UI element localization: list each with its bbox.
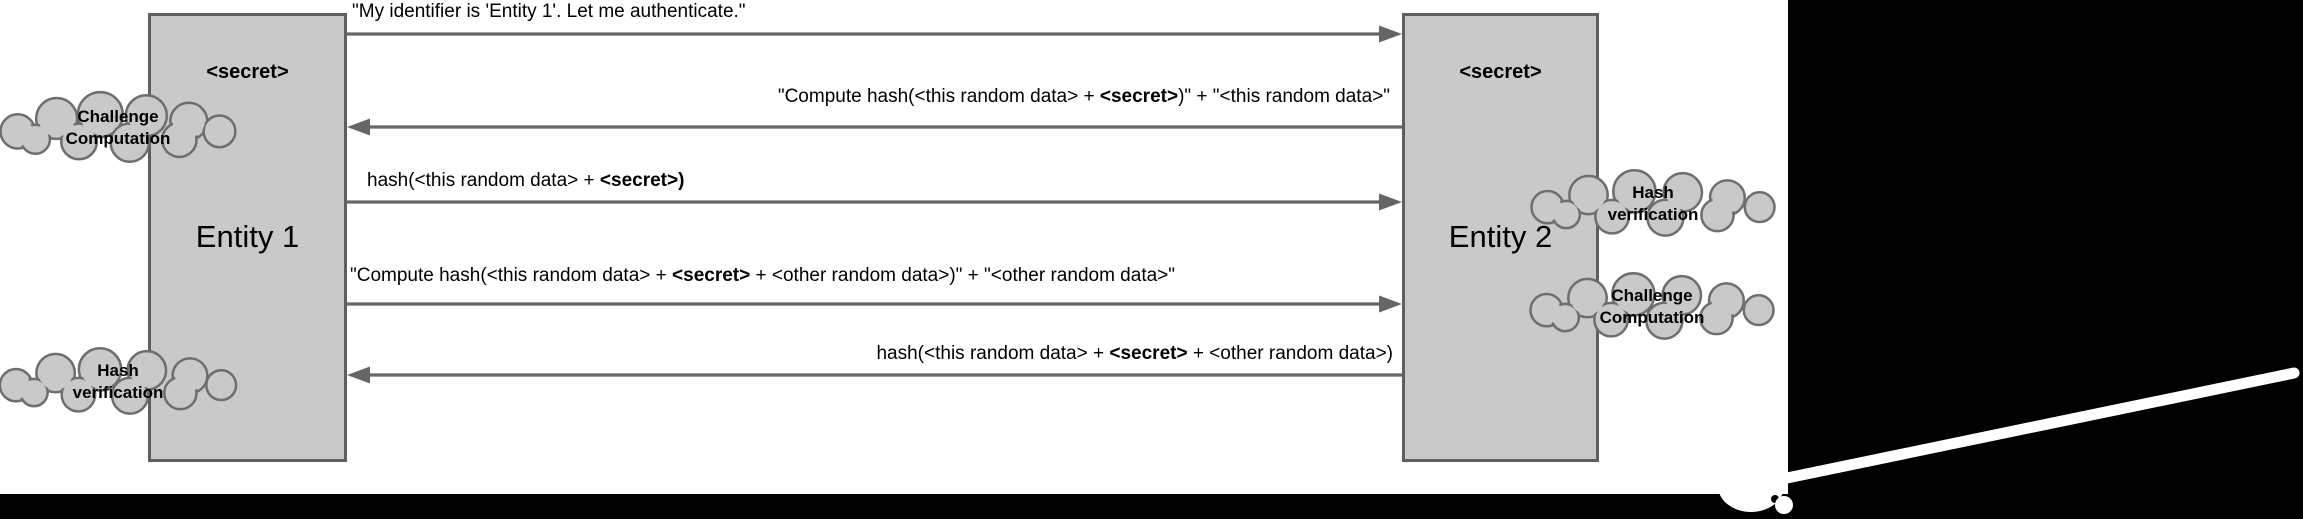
cloud-text-2: Hash verification	[73, 360, 164, 404]
letterbox-right	[1788, 0, 2303, 519]
message-text-5: hash(<this random data> + <secret> + <ot…	[876, 343, 1393, 365]
secret-label: <secret>	[206, 61, 289, 83]
message-segment: hash(<this random data> +	[367, 170, 600, 191]
entity-name-label: Entity 1	[195, 219, 300, 254]
message-segment: "My identifier is 'Entity 1'. Let me aut…	[352, 1, 746, 22]
message-text-3: hash(<this random data> + <secret>)	[367, 170, 684, 192]
message-segment: + <other random data>)	[1187, 343, 1393, 364]
message-text-4: "Compute hash(<this random data> + <secr…	[350, 265, 1175, 287]
entity-name-label: Entity 2	[1448, 219, 1553, 254]
message-segment: <secret>	[1109, 343, 1188, 364]
message-segment: "Compute hash(<this random data> +	[350, 265, 673, 286]
cloud-text-3: Hash verification	[1608, 182, 1699, 226]
letterbox-bottom	[0, 494, 2303, 519]
message-text-2: "Compute hash(<this random data> + <secr…	[778, 86, 1390, 108]
cloud-text-line: Challenge	[77, 107, 159, 126]
cloud-text-line: Hash	[1632, 183, 1674, 202]
message-segment: <secret>)	[599, 170, 685, 191]
cloud-text-line: Computation	[65, 129, 171, 148]
message-segment: <secret>	[672, 265, 751, 286]
message-segment: hash(<this random data> +	[876, 343, 1110, 364]
cloud-text-line: Challenge	[1611, 286, 1693, 305]
message-segment: <secret>	[1099, 86, 1179, 107]
entity-box-2: <secret> Entity 2	[1402, 13, 1599, 462]
message-text-1: "My identifier is 'Entity 1'. Let me aut…	[352, 1, 746, 23]
message-segment: "Compute hash(<this random data> +	[777, 86, 1100, 107]
cloud-text-line: verification	[1607, 205, 1699, 224]
cloud-text-line: Hash	[97, 361, 139, 380]
message-segment: + <other random data>)" + "<other random…	[750, 265, 1176, 286]
cloud-text-line: Computation	[1599, 308, 1705, 327]
secret-label: <secret>	[1459, 61, 1542, 83]
cloud-text-line: verification	[72, 383, 164, 402]
message-segment: )" + "<this random data>"	[1178, 86, 1390, 107]
